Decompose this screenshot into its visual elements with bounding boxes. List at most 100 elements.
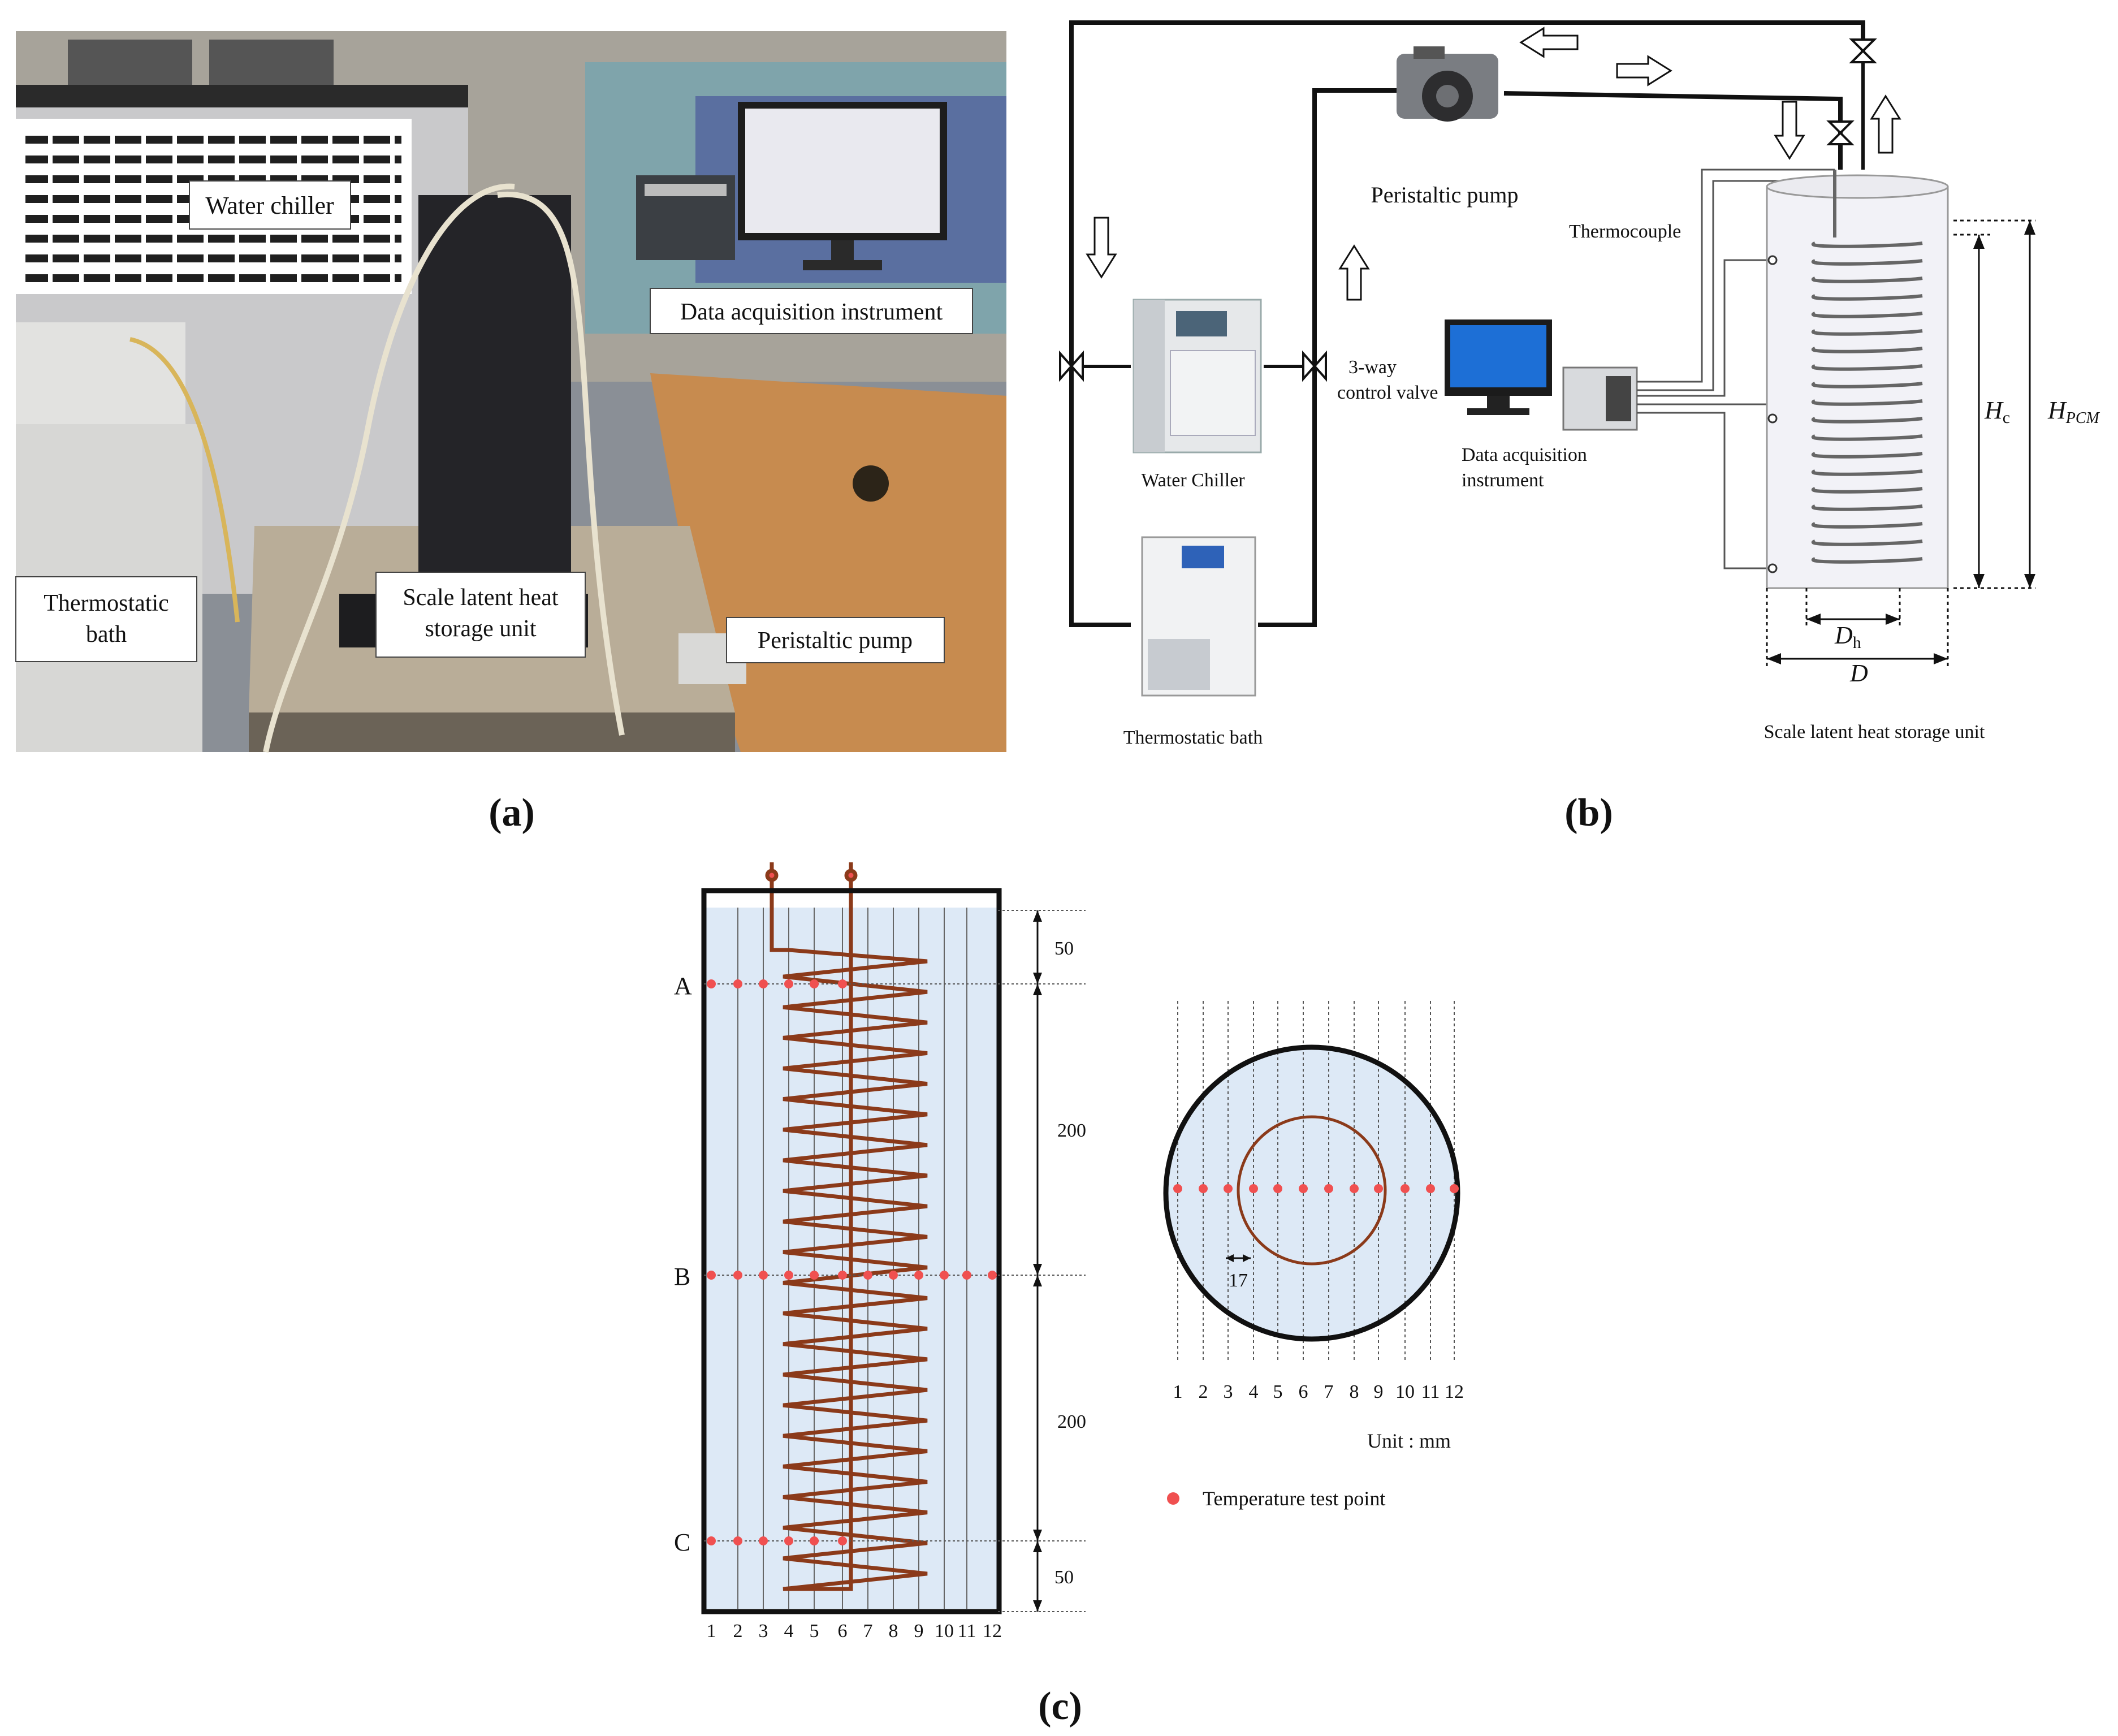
legend-label: Temperature test point — [1203, 1487, 1385, 1510]
test-point — [1450, 1184, 1459, 1193]
computer-monitor-icon — [1445, 319, 1552, 415]
plan-circle-fill — [1166, 1047, 1458, 1339]
label-b-bath: Thermostatic bath — [1123, 727, 1263, 748]
test-point — [784, 1271, 793, 1280]
column-number-right: 8 — [1350, 1381, 1359, 1402]
panel-b-caption: (b) — [1564, 791, 1613, 835]
label-b-daq-line1: Data acquisition — [1462, 444, 1587, 465]
label-b-chiller: Water Chiller — [1141, 470, 1245, 491]
section-label-a: A — [674, 972, 692, 1000]
test-point — [1273, 1184, 1282, 1193]
panel-b-schematic — [1059, 20, 2035, 697]
test-point — [707, 1271, 716, 1280]
test-point — [1374, 1184, 1383, 1193]
panel-c-layout — [701, 862, 1460, 1614]
test-point — [759, 1536, 768, 1545]
valve-inlet-icon — [1826, 120, 1855, 145]
column-number-right: 4 — [1249, 1381, 1259, 1402]
panel-c-caption: (c) — [1038, 1685, 1082, 1728]
test-point — [759, 1271, 768, 1280]
test-point — [707, 1536, 716, 1545]
column-number-left: 12 — [983, 1621, 1002, 1642]
test-point — [962, 1271, 971, 1280]
column-number-right: 10 — [1395, 1381, 1415, 1402]
column-number-left: 6 — [838, 1621, 848, 1642]
peristaltic-pump-icon — [1397, 46, 1498, 122]
test-point — [733, 1271, 742, 1280]
test-point — [1199, 1184, 1208, 1193]
column-number-right: 6 — [1299, 1381, 1308, 1402]
column-number-right: 9 — [1374, 1381, 1384, 1402]
water-chiller-icon — [1133, 299, 1262, 454]
test-point — [988, 1271, 997, 1280]
label-storage-line2: storage unit — [425, 616, 536, 642]
lead-point — [844, 869, 858, 882]
test-point — [863, 1271, 872, 1280]
daq-instrument-icon — [1562, 366, 1638, 431]
test-point — [1173, 1184, 1182, 1193]
column-number-left: 10 — [935, 1621, 954, 1642]
panel-b-labels: Peristaltic pump Thermocouple 3-way cont… — [1123, 182, 2100, 748]
label-b-storage: Scale latent heat storage unit — [1764, 722, 1985, 742]
flow-arrow-down-icon — [1774, 101, 1805, 160]
coil-b-path — [1811, 170, 1923, 564]
plan-circle — [1163, 1044, 1460, 1342]
column-number-left: 4 — [784, 1621, 794, 1642]
column-number-right: 11 — [1421, 1381, 1440, 1402]
panel-a-photo — [16, 31, 1006, 753]
test-point — [914, 1271, 923, 1280]
flow-arrow-up-icon — [1870, 94, 1901, 154]
flow-arrow-up-mid-icon — [1338, 244, 1370, 301]
panel-a-labels: Water chiller Data acquisition instrumen… — [15, 180, 973, 663]
valve-top-icon — [1849, 38, 1877, 63]
test-point — [1426, 1184, 1435, 1193]
test-point — [838, 1271, 847, 1280]
panel-a-caption: (a) — [489, 791, 535, 835]
column-number-left: 3 — [759, 1621, 768, 1642]
column-number-right: 12 — [1445, 1381, 1464, 1402]
thermostatic-bath-icon — [1141, 536, 1256, 697]
dimension-bottom: 50 — [1054, 1567, 1074, 1588]
column-number-left: 9 — [914, 1621, 924, 1642]
unit-label: Unit : mm — [1367, 1430, 1451, 1452]
label-b-pump: Peristaltic pump — [1371, 182, 1518, 208]
flow-arrow-right-icon — [1616, 55, 1672, 87]
column-number-left: 5 — [810, 1621, 819, 1642]
spacing-label: 17 — [1229, 1270, 1248, 1291]
test-point — [940, 1271, 949, 1280]
section-label-b: B — [674, 1263, 690, 1290]
plan-coil — [1237, 1115, 1387, 1266]
label-thermostatic-line1: Thermostatic — [44, 590, 169, 616]
storage-cylinder — [1766, 170, 1949, 589]
test-point — [784, 1536, 793, 1545]
test-point — [1224, 1184, 1233, 1193]
test-point — [1350, 1184, 1359, 1193]
lead-point — [765, 869, 779, 882]
label-b-hc: Hc — [1984, 396, 2010, 427]
flow-arrow-down-left-icon — [1086, 217, 1117, 279]
label-b-thermocouple: Thermocouple — [1569, 221, 1681, 242]
valve-left-icon — [1059, 350, 1084, 382]
label-b-hpcm: HPCM — [2047, 396, 2100, 427]
test-point — [1299, 1184, 1308, 1193]
column-number-right: 1 — [1173, 1381, 1183, 1402]
label-b-d: D — [1849, 659, 1868, 687]
label-b-dh: Dh — [1834, 621, 1861, 652]
test-point — [838, 1536, 847, 1545]
label-pump: Peristaltic pump — [758, 628, 913, 654]
column-number-left: 2 — [733, 1621, 743, 1642]
test-point — [733, 979, 742, 988]
section-label-c: C — [674, 1528, 690, 1556]
dimension-top: 50 — [1054, 938, 1074, 959]
column-number-left: 1 — [707, 1621, 716, 1642]
dimension-lower: 200 — [1057, 1411, 1086, 1432]
label-b-daq-line2: instrument — [1462, 470, 1544, 491]
column-number-left: 7 — [863, 1621, 873, 1642]
test-point — [889, 1271, 898, 1280]
dimension-upper: 200 — [1057, 1120, 1086, 1141]
column-number-right: 5 — [1273, 1381, 1283, 1402]
legend-point-icon — [1167, 1492, 1179, 1505]
test-point — [810, 1271, 819, 1280]
